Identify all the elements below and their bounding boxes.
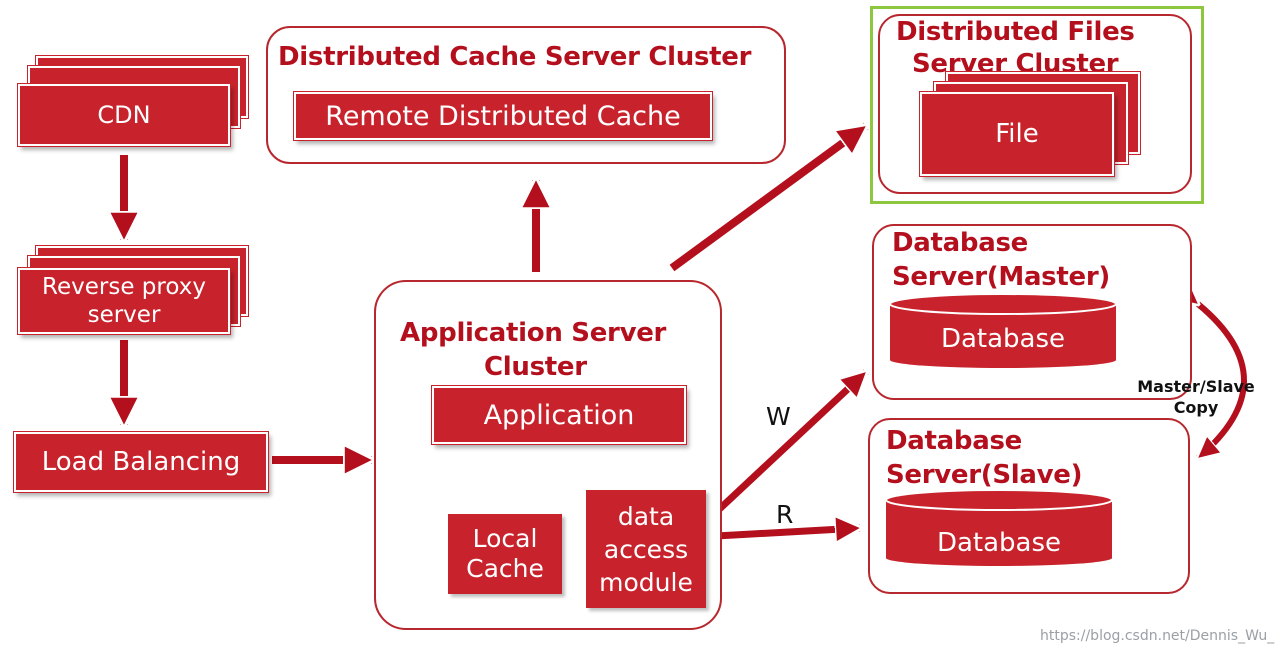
data-access-line1: data <box>617 501 675 531</box>
files-cluster-panel: Distributed Files Server Cluster File <box>878 14 1192 194</box>
proxy-label-line1: Reverse proxy <box>42 274 206 300</box>
reverse-proxy-box: Reverse proxy server <box>18 268 230 334</box>
arrow-write-to-master <box>709 372 866 519</box>
data-access-module-box: data access module <box>586 490 706 608</box>
cdn-label: CDN <box>97 101 151 129</box>
app-title-line2: Cluster <box>484 352 587 382</box>
app-cluster-title: Application Server Cluster <box>400 316 700 384</box>
cache-cluster-title: Distributed Cache Server Cluster <box>278 42 752 72</box>
db-slave-title-line2: Server(Slave) <box>886 460 1083 490</box>
data-access-line2: access <box>603 534 689 564</box>
db-master-title: Database Server(Master) <box>892 226 1182 294</box>
copy-label-line2: Copy <box>1173 398 1219 417</box>
db-master-title-line1: Database <box>892 228 1028 258</box>
arrow-app-to-files <box>669 126 866 272</box>
proxy-label-line2: server <box>87 302 161 328</box>
db-slave-title-line1: Database <box>886 426 1022 456</box>
data-access-line3: module <box>599 567 693 597</box>
db-slave-cylinder <box>885 489 1113 566</box>
local-cache-line1: Local <box>472 524 538 553</box>
master-slave-copy-label: Master/Slave Copy <box>1126 376 1266 418</box>
files-cluster-highlight <box>870 6 1204 204</box>
arrow-read-from-slave <box>715 528 860 536</box>
read-label: R <box>776 500 794 529</box>
cache-cluster-panel: Distributed Cache Server Cluster Remote … <box>266 26 786 164</box>
application-box: Application <box>432 386 686 444</box>
write-label: W <box>766 402 791 431</box>
files-cluster-title: Distributed Files Server Cluster <box>896 16 1186 80</box>
db-slave-title: Database Server(Slave) <box>886 424 1176 492</box>
arrow-master-slave-copy <box>1198 304 1247 458</box>
file-box: File <box>920 92 1114 176</box>
file-label: File <box>995 119 1039 149</box>
application-label: Application <box>483 399 635 431</box>
app-cluster-panel: Application Server Cluster Application L… <box>374 280 722 630</box>
copy-label-line1: Master/Slave <box>1137 377 1255 396</box>
cdn-box: CDN <box>18 84 230 146</box>
db-master-title-line2: Server(Master) <box>892 262 1110 292</box>
db-master-panel: Database Server(Master) Database <box>872 224 1192 400</box>
local-cache-box: Local Cache <box>448 514 562 594</box>
watermark: https://blog.csdn.net/Dennis_Wu_ <box>1040 628 1275 644</box>
app-title-line1: Application Server <box>400 318 667 348</box>
db-slave-label: Database <box>936 528 1062 558</box>
local-cache-line2: Cache <box>466 554 544 583</box>
db-master-cylinder <box>889 293 1117 368</box>
db-master-label: Database <box>940 324 1066 354</box>
remote-cache-label: Remote Distributed Cache <box>325 100 681 132</box>
remote-cache-box: Remote Distributed Cache <box>294 92 712 140</box>
load-balancing-label: Load Balancing <box>41 447 241 477</box>
load-balancing-box: Load Balancing <box>14 432 268 492</box>
files-title-line1: Distributed Files <box>896 17 1135 47</box>
db-slave-panel: Database Server(Slave) Database <box>868 418 1190 594</box>
